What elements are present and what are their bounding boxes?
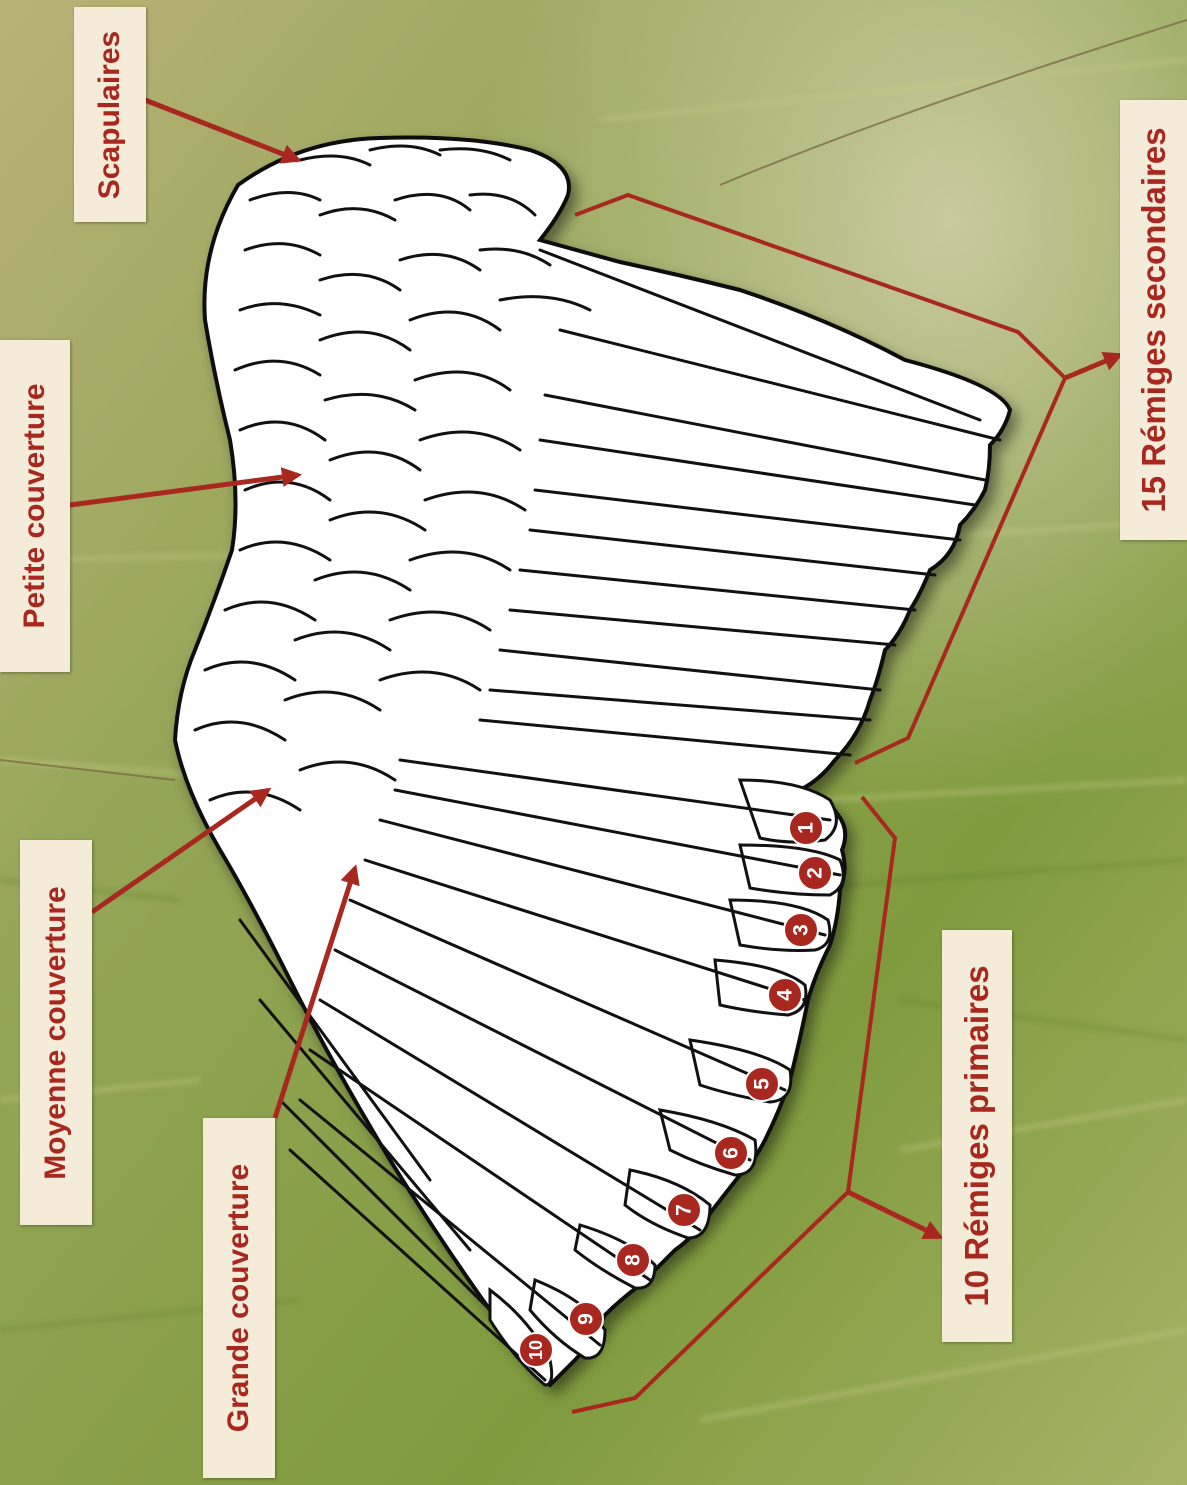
- primary-badge-10: 10: [519, 1333, 553, 1367]
- primary-badge-9: 9: [569, 1302, 603, 1336]
- primary-number-5: 5: [751, 1078, 774, 1090]
- primary-number-9: 9: [575, 1313, 598, 1325]
- label-remiges-secondaires: 15 Rémiges secondaires: [1120, 100, 1187, 540]
- primary-number-1: 1: [795, 822, 818, 834]
- primary-badge-4: 4: [768, 978, 802, 1012]
- primary-number-7: 7: [673, 1204, 696, 1216]
- label-grande-couverture-text: Grande couverture: [222, 1164, 256, 1432]
- primary-badge-6: 6: [714, 1136, 748, 1170]
- primary-badge-8: 8: [616, 1243, 650, 1277]
- label-moyenne-couverture-text: Moyenne couverture: [39, 886, 73, 1179]
- primary-number-8: 8: [622, 1254, 645, 1266]
- primary-number-6: 6: [720, 1147, 743, 1159]
- label-grande-couverture: Grande couverture: [203, 1118, 275, 1478]
- primary-number-4: 4: [774, 989, 797, 1001]
- label-scapulaires-text: Scapulaires: [93, 30, 127, 198]
- label-petite-couverture: Petite couverture: [0, 340, 70, 672]
- label-scapulaires: Scapulaires: [74, 7, 146, 222]
- label-remiges-primaires: 10 Rémiges primaires: [942, 930, 1012, 1342]
- label-moyenne-couverture: Moyenne couverture: [20, 840, 92, 1225]
- primary-badge-7: 7: [667, 1193, 701, 1227]
- primary-badge-1: 1: [789, 811, 823, 845]
- scapulaires-arrow: [145, 100, 298, 160]
- wing-silhouette: [175, 138, 1010, 1386]
- remiges-primaires-arrow: [848, 1192, 940, 1237]
- primary-badge-3: 3: [784, 913, 818, 947]
- primary-number-3: 3: [790, 924, 813, 936]
- remiges-secondaires-arrow: [1065, 355, 1120, 378]
- primary-number-10: 10: [526, 1340, 546, 1360]
- primary-number-2: 2: [804, 867, 827, 879]
- label-remiges-secondaires-text: 15 Rémiges secondaires: [1135, 127, 1173, 512]
- primary-badge-5: 5: [745, 1067, 779, 1101]
- label-remiges-primaires-text: 10 Rémiges primaires: [958, 965, 996, 1306]
- primary-badge-2: 2: [798, 856, 832, 890]
- label-petite-couverture-text: Petite couverture: [18, 383, 52, 628]
